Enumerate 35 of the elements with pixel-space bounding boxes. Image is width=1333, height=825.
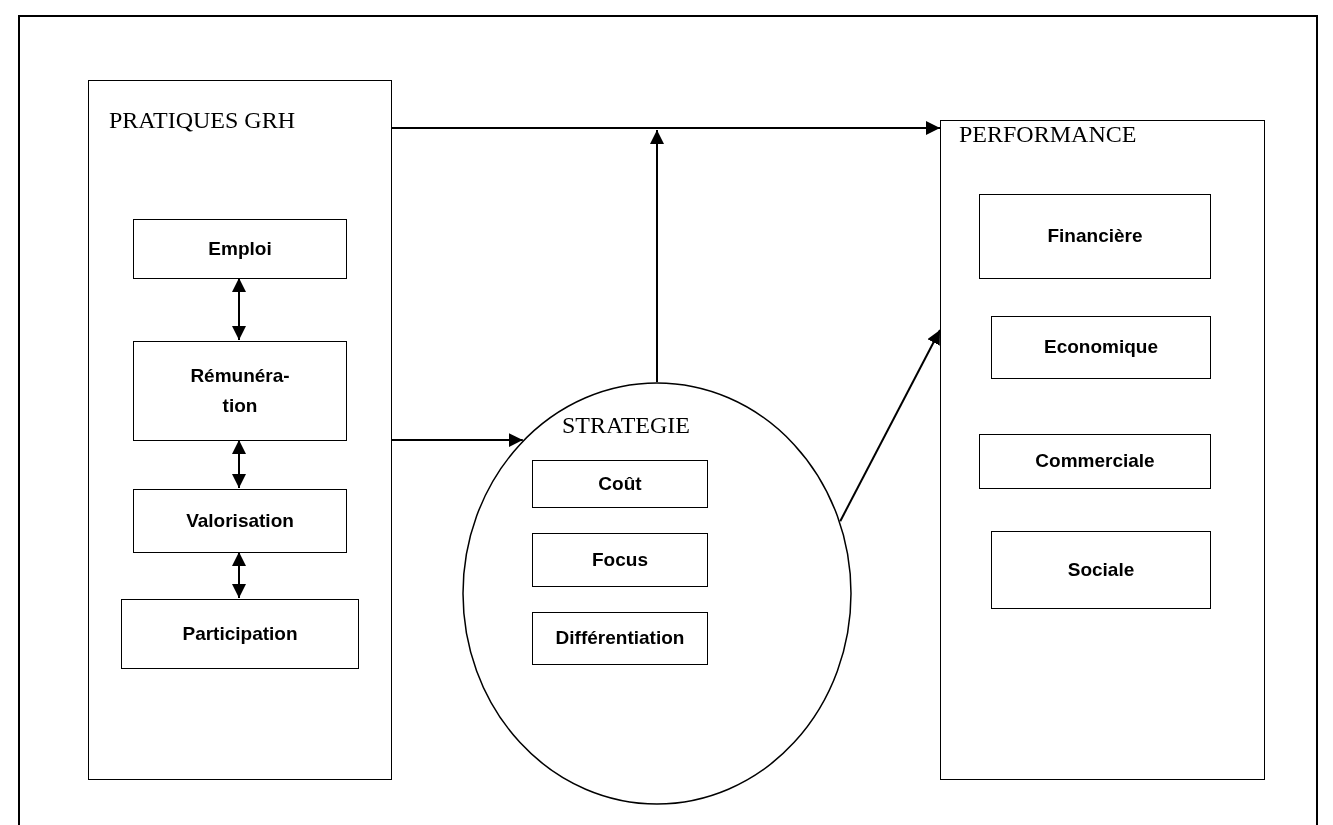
item-label: Coût: [598, 471, 642, 496]
item-label: Economique: [1044, 335, 1158, 360]
arrow: [839, 329, 941, 523]
strategy-circle: [462, 382, 852, 805]
item-label: Rémunéra- tion: [189, 363, 291, 418]
item-box: [991, 531, 1211, 609]
arrow: [650, 129, 664, 383]
item-box: [532, 460, 708, 508]
group-heading: PERFORMANCE: [959, 121, 1137, 148]
item-box: [121, 599, 359, 669]
item-label: Emploi: [208, 236, 272, 261]
item-box: [133, 219, 347, 279]
group-box: [940, 120, 1265, 780]
arrow: [391, 121, 941, 135]
item-label: Participation: [182, 621, 298, 646]
item-label: Commerciale: [1035, 449, 1155, 474]
item-box: [979, 434, 1211, 489]
item-box: [532, 612, 708, 665]
item-box: [979, 194, 1211, 279]
arrow: [232, 439, 246, 489]
item-box: [133, 341, 347, 441]
item-label: Différentiation: [555, 626, 685, 651]
item-label: Sociale: [1067, 557, 1135, 582]
item-box: [133, 489, 347, 553]
item-label: Financière: [1047, 224, 1143, 249]
arrow: [232, 551, 246, 599]
group-heading: PRATIQUES GRH: [109, 107, 296, 134]
item-box: [991, 316, 1211, 379]
arrow: [391, 433, 524, 448]
arrow: [232, 277, 246, 341]
item-label: Valorisation: [186, 508, 294, 533]
item-label: Focus: [592, 547, 648, 572]
group-box: [88, 80, 392, 780]
group-heading: STRATEGIE: [562, 412, 690, 439]
item-box: [532, 533, 708, 587]
